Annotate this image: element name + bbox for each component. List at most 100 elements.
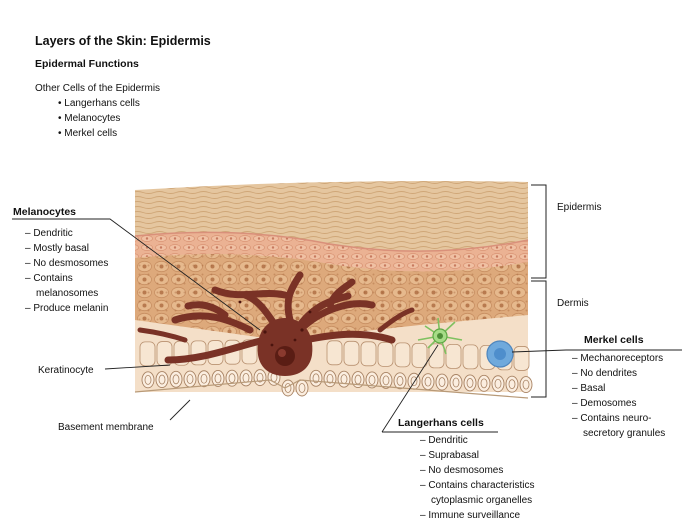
melanocytes-title: Melanocytes — [13, 206, 77, 218]
list-item: melanosomes — [36, 288, 99, 299]
basal-cell-nucleus — [312, 373, 320, 384]
basal-cell — [393, 372, 407, 390]
keratinocyte-label: Keratinocyte — [38, 365, 94, 376]
basal-cell-nucleus — [424, 376, 432, 387]
langerhans-title: Langerhans cells — [398, 417, 484, 429]
dermis-label: Dermis — [557, 298, 589, 309]
section-subtitle: Epidermal Functions — [35, 58, 139, 70]
basal-cell-nucleus — [200, 373, 208, 384]
basal-cell-nucleus — [186, 374, 194, 384]
basal-cell — [169, 370, 183, 388]
keratinocyte-cell — [377, 341, 394, 367]
basal-cell-nucleus — [480, 378, 488, 389]
basal-cell — [183, 370, 197, 388]
melanocytes-leader — [12, 218, 261, 331]
basement-membrane-leader — [169, 399, 191, 421]
list-item: – Suprabasal — [420, 450, 479, 461]
langerhans-list: – Dendritic – Suprabasal – No desmosomes… — [420, 433, 535, 523]
merkel-leader — [511, 349, 682, 353]
list-item: – Dendritic — [420, 435, 468, 446]
basal-cell — [477, 374, 491, 392]
list-item: – Basal — [572, 383, 606, 394]
list-item: • Melanocytes — [58, 113, 121, 124]
basal-layer — [134, 315, 533, 399]
melanocyte-cell — [137, 271, 415, 376]
basal-cell — [225, 369, 239, 387]
basal-cell — [421, 373, 435, 391]
langerhans-leader — [381, 344, 498, 433]
list-item: – Contains — [25, 273, 73, 284]
list-item: – Contains neuro- — [572, 413, 652, 424]
keratinocyte-cell — [513, 346, 530, 371]
list-item: • Merkel cells — [58, 128, 118, 139]
keratinocyte-cell — [445, 343, 462, 369]
basal-cell-nucleus — [158, 374, 166, 385]
keratinocyte-cell — [139, 341, 156, 367]
basal-cell-nucleus — [410, 376, 418, 387]
keratinocyte-cell — [360, 341, 377, 367]
basal-cell-nucleus — [368, 375, 376, 385]
merkel-list: – Mechanoreceptors – No dendrites – Basa… — [572, 351, 665, 441]
keratinocyte-cell — [428, 343, 445, 369]
basal-cell — [197, 370, 211, 388]
basal-cell-nucleus — [214, 373, 222, 384]
basal-cell-nucleus — [382, 375, 390, 386]
layer-brackets — [531, 184, 547, 398]
basal-cell-nucleus — [452, 377, 460, 388]
leader-lines — [12, 218, 682, 433]
merkel-cell — [486, 340, 514, 368]
basal-cell — [211, 370, 225, 387]
basal-cell-nucleus — [466, 378, 474, 388]
list-item: – No desmosomes — [420, 465, 504, 476]
basal-cell — [141, 371, 155, 389]
cell-type-list: • Langerhans cells • Melanocytes • Merke… — [58, 96, 140, 141]
list-item: – Demosomes — [572, 398, 637, 409]
basal-cell — [239, 369, 253, 387]
basal-cell-nucleus — [522, 379, 530, 390]
basal-cell — [253, 369, 267, 387]
list-item: – No dendrites — [572, 368, 638, 379]
basal-cell — [435, 373, 449, 391]
keratinocyte-cell — [326, 340, 343, 366]
basal-cell-nucleus — [144, 374, 152, 385]
basal-cell-nucleus — [396, 375, 404, 386]
basal-cell — [337, 370, 351, 388]
keratinocyte-cell — [343, 340, 360, 366]
epidermis-bracket — [531, 184, 547, 279]
basal-cell — [351, 371, 365, 389]
basal-cell — [365, 371, 379, 389]
langerhans-cell — [417, 317, 463, 355]
basal-cell — [449, 374, 463, 391]
basal-cell-nucleus — [228, 373, 236, 384]
basal-cell-nucleus — [256, 372, 264, 383]
basal-cell — [155, 371, 169, 389]
list-item: cytoplasmic organelles — [431, 495, 533, 506]
list-item: – Mechanoreceptors — [572, 353, 664, 364]
dermis-bracket — [531, 280, 547, 398]
basal-cell-nucleus — [508, 379, 516, 390]
page-title: Layers of the Skin: Epidermis — [35, 34, 211, 48]
list-item: – No desmosomes — [25, 258, 109, 269]
basal-cell-nucleus — [326, 373, 334, 384]
basal-cell — [519, 376, 533, 394]
basal-cell — [491, 375, 505, 393]
basal-cell — [295, 379, 309, 397]
keratinocyte-cell — [394, 342, 411, 368]
merkel-title: Merkel cells — [584, 334, 644, 346]
list-item: – Contains characteristics — [420, 480, 535, 491]
basal-cell-nucleus — [298, 383, 306, 393]
list-item: secretory granules — [583, 428, 666, 439]
basal-cell-nucleus — [172, 374, 180, 385]
basal-cell — [463, 374, 477, 392]
keratinocyte-leader — [104, 364, 171, 370]
list-item: – Immune surveillance — [420, 510, 521, 521]
list-item: – Mostly basal — [25, 243, 89, 254]
keratinocyte-cell — [462, 344, 479, 370]
intro-text: Other Cells of the Epidermis — [35, 83, 161, 94]
list-item: • Langerhans cells — [58, 98, 140, 109]
basal-cell — [281, 379, 295, 397]
list-item: – Produce melanin — [25, 303, 109, 314]
basal-cell — [309, 369, 323, 387]
keratinocyte-cell — [411, 342, 428, 368]
